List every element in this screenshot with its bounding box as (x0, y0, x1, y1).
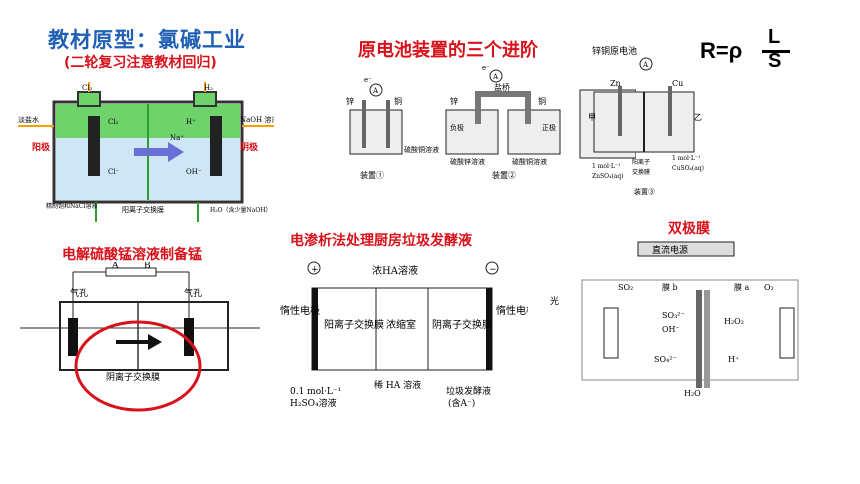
main-subtitle: (二轮复习注意教材回归) (64, 55, 217, 71)
d3-jia-label: 甲 (588, 113, 596, 122)
d3-right-conc: 1 mol·L⁻¹ (672, 155, 700, 162)
cathode-label: 阴极 (240, 141, 259, 153)
d2-negative-label: 负极 (450, 123, 464, 132)
bp-so4: SO₄²⁻ (654, 355, 677, 364)
d3-device-label: 装置③ (634, 187, 655, 196)
brine-inlet-label: 精制饱和NaCl溶液 (46, 202, 97, 210)
d2-positive-label: 正极 (542, 123, 556, 132)
bp-mem-b: 膜 b (662, 282, 678, 292)
device3-diagram: A Zn Cu 甲 乙 1 mol·L⁻¹ ZnSO₄(aq) 1 mol·L⁻… (588, 57, 704, 196)
d3-right-sol: CuSO₄(aq) (672, 165, 704, 172)
oh-ion-label: OH⁻ (186, 168, 202, 176)
ed-plus: + (311, 265, 319, 275)
primary-cell-title: 原电池装置的三个进阶 (358, 40, 538, 61)
mn-electrolysis-diagram: A B 气孔 气孔 阴离子交换膜 (20, 262, 260, 412)
ed-title: 电渗析法处理厨房垃圾发酵液 (290, 233, 472, 249)
d2-bridge-label: 盐桥 (494, 82, 510, 92)
d3-cu-label: Cu (672, 79, 683, 88)
ed-bottom-left-2: H₂SO₄溶液 (290, 397, 337, 409)
ed-bottom-right-1: 垃圾发酵液 (446, 385, 491, 397)
ed-left-electrode: 惰性电极 (280, 304, 320, 317)
ed-minus: − (489, 265, 497, 275)
ed-chamber: 浓缩室 (386, 318, 416, 331)
main-title: 教材原型：氯碱工业 (48, 28, 246, 52)
d2-solution-left: 硫酸锌溶液 (450, 157, 485, 166)
inner-h-label: H⁺ (186, 118, 196, 126)
bp-light: 光 (550, 295, 559, 307)
mn-terminal-b: B (144, 262, 151, 271)
anode-label: 阳极 (32, 141, 51, 153)
ed-membrane-2: 阴离子交换膜 (432, 318, 492, 331)
d2-ammeter: A (492, 73, 499, 81)
chlor-alkali-diagram: Cl₂ H₂ 淡盐水 NaOH 溶液 Cl₂ H⁺ Na⁺ Cl⁻ OH⁻ 阳极… (18, 82, 274, 222)
h2-top-label: H₂ (204, 84, 213, 92)
d1-zn-label: 锌 (346, 96, 354, 106)
bp-so3: SO₃²⁻ (662, 311, 685, 320)
d2-electron: e⁻ (482, 64, 490, 72)
d2-cu-label: 铜 (538, 96, 546, 106)
mn-hole-left: 气孔 (70, 287, 88, 299)
bp-mem-a: 膜 a (734, 282, 750, 292)
d3-left-conc: 1 mol·L⁻¹ (592, 163, 620, 170)
bp-h2o: H₂O (684, 389, 701, 398)
d3-title-text: 锌铜原电池 (592, 47, 638, 57)
d3-ammeter: A (642, 61, 649, 69)
bp-so2: SO₂ (618, 283, 633, 292)
formula-fraction-bar (762, 50, 790, 53)
bp-o2: O₂ (764, 283, 774, 292)
bp-power: 直流电源 (652, 244, 688, 256)
na-ion-label: Na⁺ (170, 134, 184, 142)
ed-membrane-1: 阳离子交换膜 (324, 318, 384, 331)
formula-numerator: L (768, 26, 781, 48)
d3-left-sol: ZnSO₄(aq) (592, 173, 624, 180)
mn-terminal-a: A (111, 262, 119, 271)
formula-denominator: S (768, 50, 782, 72)
d1-solution-label: 硫酸铜溶液 (404, 145, 439, 154)
d3-zn-label: Zn (610, 79, 621, 88)
ed-bottom-left-1: 0.1 mol·L⁻¹ (290, 387, 341, 397)
d2-solution-right: 硫酸铜溶液 (512, 157, 547, 166)
electrodialysis-diagram: + − 浓HA溶液 惰性电极 惰性电极 阳离子交换膜 浓缩室 阴离子交换膜 0.… (280, 261, 528, 409)
d3-membrane-2: 交换膜 (632, 168, 650, 176)
ed-top-label: 浓HA溶液 (372, 264, 418, 277)
d3-membrane-1: 阳离子 (632, 158, 650, 166)
mn-hole-right: 气孔 (184, 287, 202, 299)
water-inlet-label: H₂O（含少量NaOH） (210, 206, 272, 214)
inner-cl2-label: Cl₂ (108, 118, 119, 126)
bp-title: 双极膜 (668, 221, 710, 237)
bp-h2o2: H₂O₂ (724, 317, 744, 326)
d2-device-label: 装置② (492, 170, 516, 180)
ed-bottom-mid: 稀 HA 溶液 (374, 379, 421, 391)
d1-electron: e⁻ (364, 76, 372, 84)
d1-device-label: 装置① (360, 170, 384, 180)
mn-membrane-label: 阴离子交换膜 (106, 371, 160, 383)
ed-bottom-right-2: (含A⁻) (448, 397, 475, 409)
bp-oh: OH⁻ (662, 325, 680, 334)
bipolar-membrane-diagram: 直流电源 SO₂ O₂ 膜 b 膜 a 光 SO₃²⁻ OH⁻ H₂O₂ SO₄… (550, 241, 799, 398)
left-inlet-label: 淡盐水 (18, 115, 39, 124)
d3-yi-label: 乙 (694, 113, 702, 122)
d1-ammeter: A (372, 87, 379, 95)
cl2-top-label: Cl₂ (82, 84, 93, 92)
right-outlet-label: NaOH 溶液 (240, 115, 274, 124)
formula-lhs: R=ρ (700, 38, 743, 63)
ed-right-electrode: 惰性电极 (496, 304, 528, 317)
bp-hplus: H⁺ (728, 355, 739, 364)
cation-membrane-label: 阳离子交换膜 (122, 205, 164, 214)
d1-cu-label: 铜 (394, 96, 402, 106)
cl-ion-label: Cl⁻ (108, 168, 120, 176)
d2-zn-label: 锌 (450, 96, 458, 106)
mn-title: 电解硫酸锰溶液制备锰 (62, 247, 202, 263)
